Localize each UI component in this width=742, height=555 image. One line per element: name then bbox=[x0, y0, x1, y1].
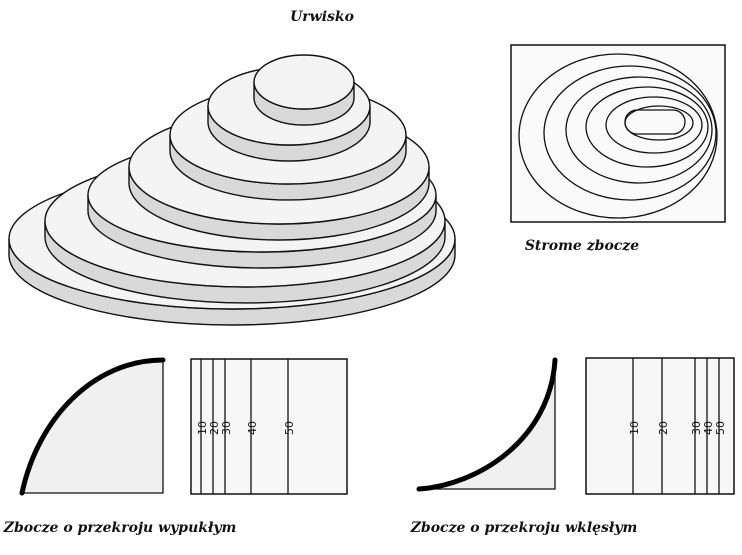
contour-label: 20 bbox=[657, 421, 670, 435]
contour-label: 30 bbox=[690, 421, 703, 435]
concave-profile bbox=[416, 357, 558, 492]
concave-profile-surface bbox=[416, 357, 558, 492]
diagram-title: Urwisko bbox=[290, 9, 354, 25]
contour-label: 10 bbox=[628, 421, 641, 435]
cliff-block-model bbox=[8, 54, 456, 326]
steep-slope-frame bbox=[510, 44, 726, 223]
disc-layer bbox=[253, 54, 355, 126]
convex-caption: Zbocze o przekroju wypukłym bbox=[3, 520, 237, 536]
contour-label: 20 bbox=[208, 421, 221, 435]
steep-slope-contours bbox=[518, 53, 718, 219]
steep-slope-map bbox=[510, 44, 726, 223]
contour-line bbox=[565, 76, 713, 184]
contour-line bbox=[585, 86, 709, 168]
contour-label: 50 bbox=[283, 421, 296, 435]
contour-line bbox=[605, 96, 703, 154]
contour-label: 10 bbox=[196, 421, 209, 435]
contour-line bbox=[518, 53, 718, 219]
contour-label: 30 bbox=[220, 421, 233, 435]
convex-profile-surface bbox=[19, 357, 166, 496]
contour-summit bbox=[624, 109, 686, 135]
contour-label: 40 bbox=[246, 421, 259, 435]
convex-map-frame bbox=[190, 358, 348, 495]
concave-map-frame bbox=[585, 357, 735, 495]
contour-label: 40 bbox=[702, 421, 715, 435]
convex-profile bbox=[19, 357, 166, 496]
concave-caption: Zbocze o przekroju wklęsłym bbox=[410, 520, 638, 536]
contour-line bbox=[543, 65, 717, 201]
steep-slope-caption: Strome zbocze bbox=[525, 238, 639, 254]
contour-label: 50 bbox=[714, 421, 727, 435]
